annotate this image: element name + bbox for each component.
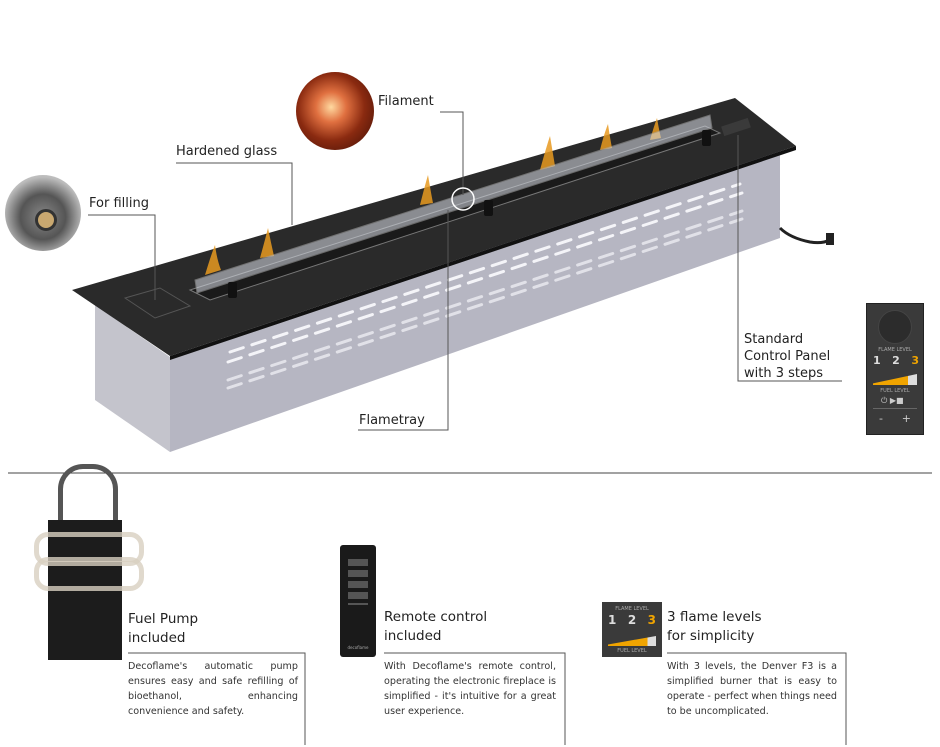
fuel-pump-image <box>30 462 144 662</box>
flame-levels-image: FLAME LEVEL 1 2 3 FUEL LEVEL <box>602 602 662 657</box>
feature-remote-text: With Decoflame's remote control, operati… <box>384 661 556 717</box>
callout-hardened-glass: Hardened glass <box>176 144 278 159</box>
feature-flame-levels-text: With 3 levels, the Denver F3 is a simpli… <box>667 661 837 717</box>
power-play-icons: ⏻ ▶■ <box>881 396 904 405</box>
dial-icon <box>878 310 912 344</box>
filling-closeup-image <box>5 175 81 251</box>
callout-filament: Filament <box>378 94 434 109</box>
power-cable <box>778 226 831 245</box>
flames <box>205 118 661 275</box>
feature-flame-levels-title: 3 flame levels for simplicity <box>667 609 762 644</box>
burner-body-front <box>170 150 780 452</box>
callout-control-panel: Standard Control Panel with 3 steps <box>744 332 831 381</box>
fuel-level-bars <box>873 374 917 385</box>
feature-remote-title: Remote control included <box>384 609 488 644</box>
vent-slots <box>226 182 744 390</box>
filling-hatch <box>123 287 192 319</box>
control-panel-image: FLAME LEVEL 1 2 3 FUEL LEVEL ⏻ ▶■ - + <box>866 303 924 435</box>
callout-lines <box>8 111 932 745</box>
filament-closeup-image <box>296 72 374 150</box>
callout-flametray: Flametray <box>359 413 425 428</box>
remote-control-image: decoflame <box>340 545 376 657</box>
callout-for-filling: For filling <box>89 196 149 211</box>
feature-fuel-pump-title: Fuel Pump included <box>128 611 199 646</box>
burner-body-side <box>95 305 170 452</box>
feature-fuel-pump-text: Decoflame's automatic pump ensures easy … <box>128 661 298 717</box>
